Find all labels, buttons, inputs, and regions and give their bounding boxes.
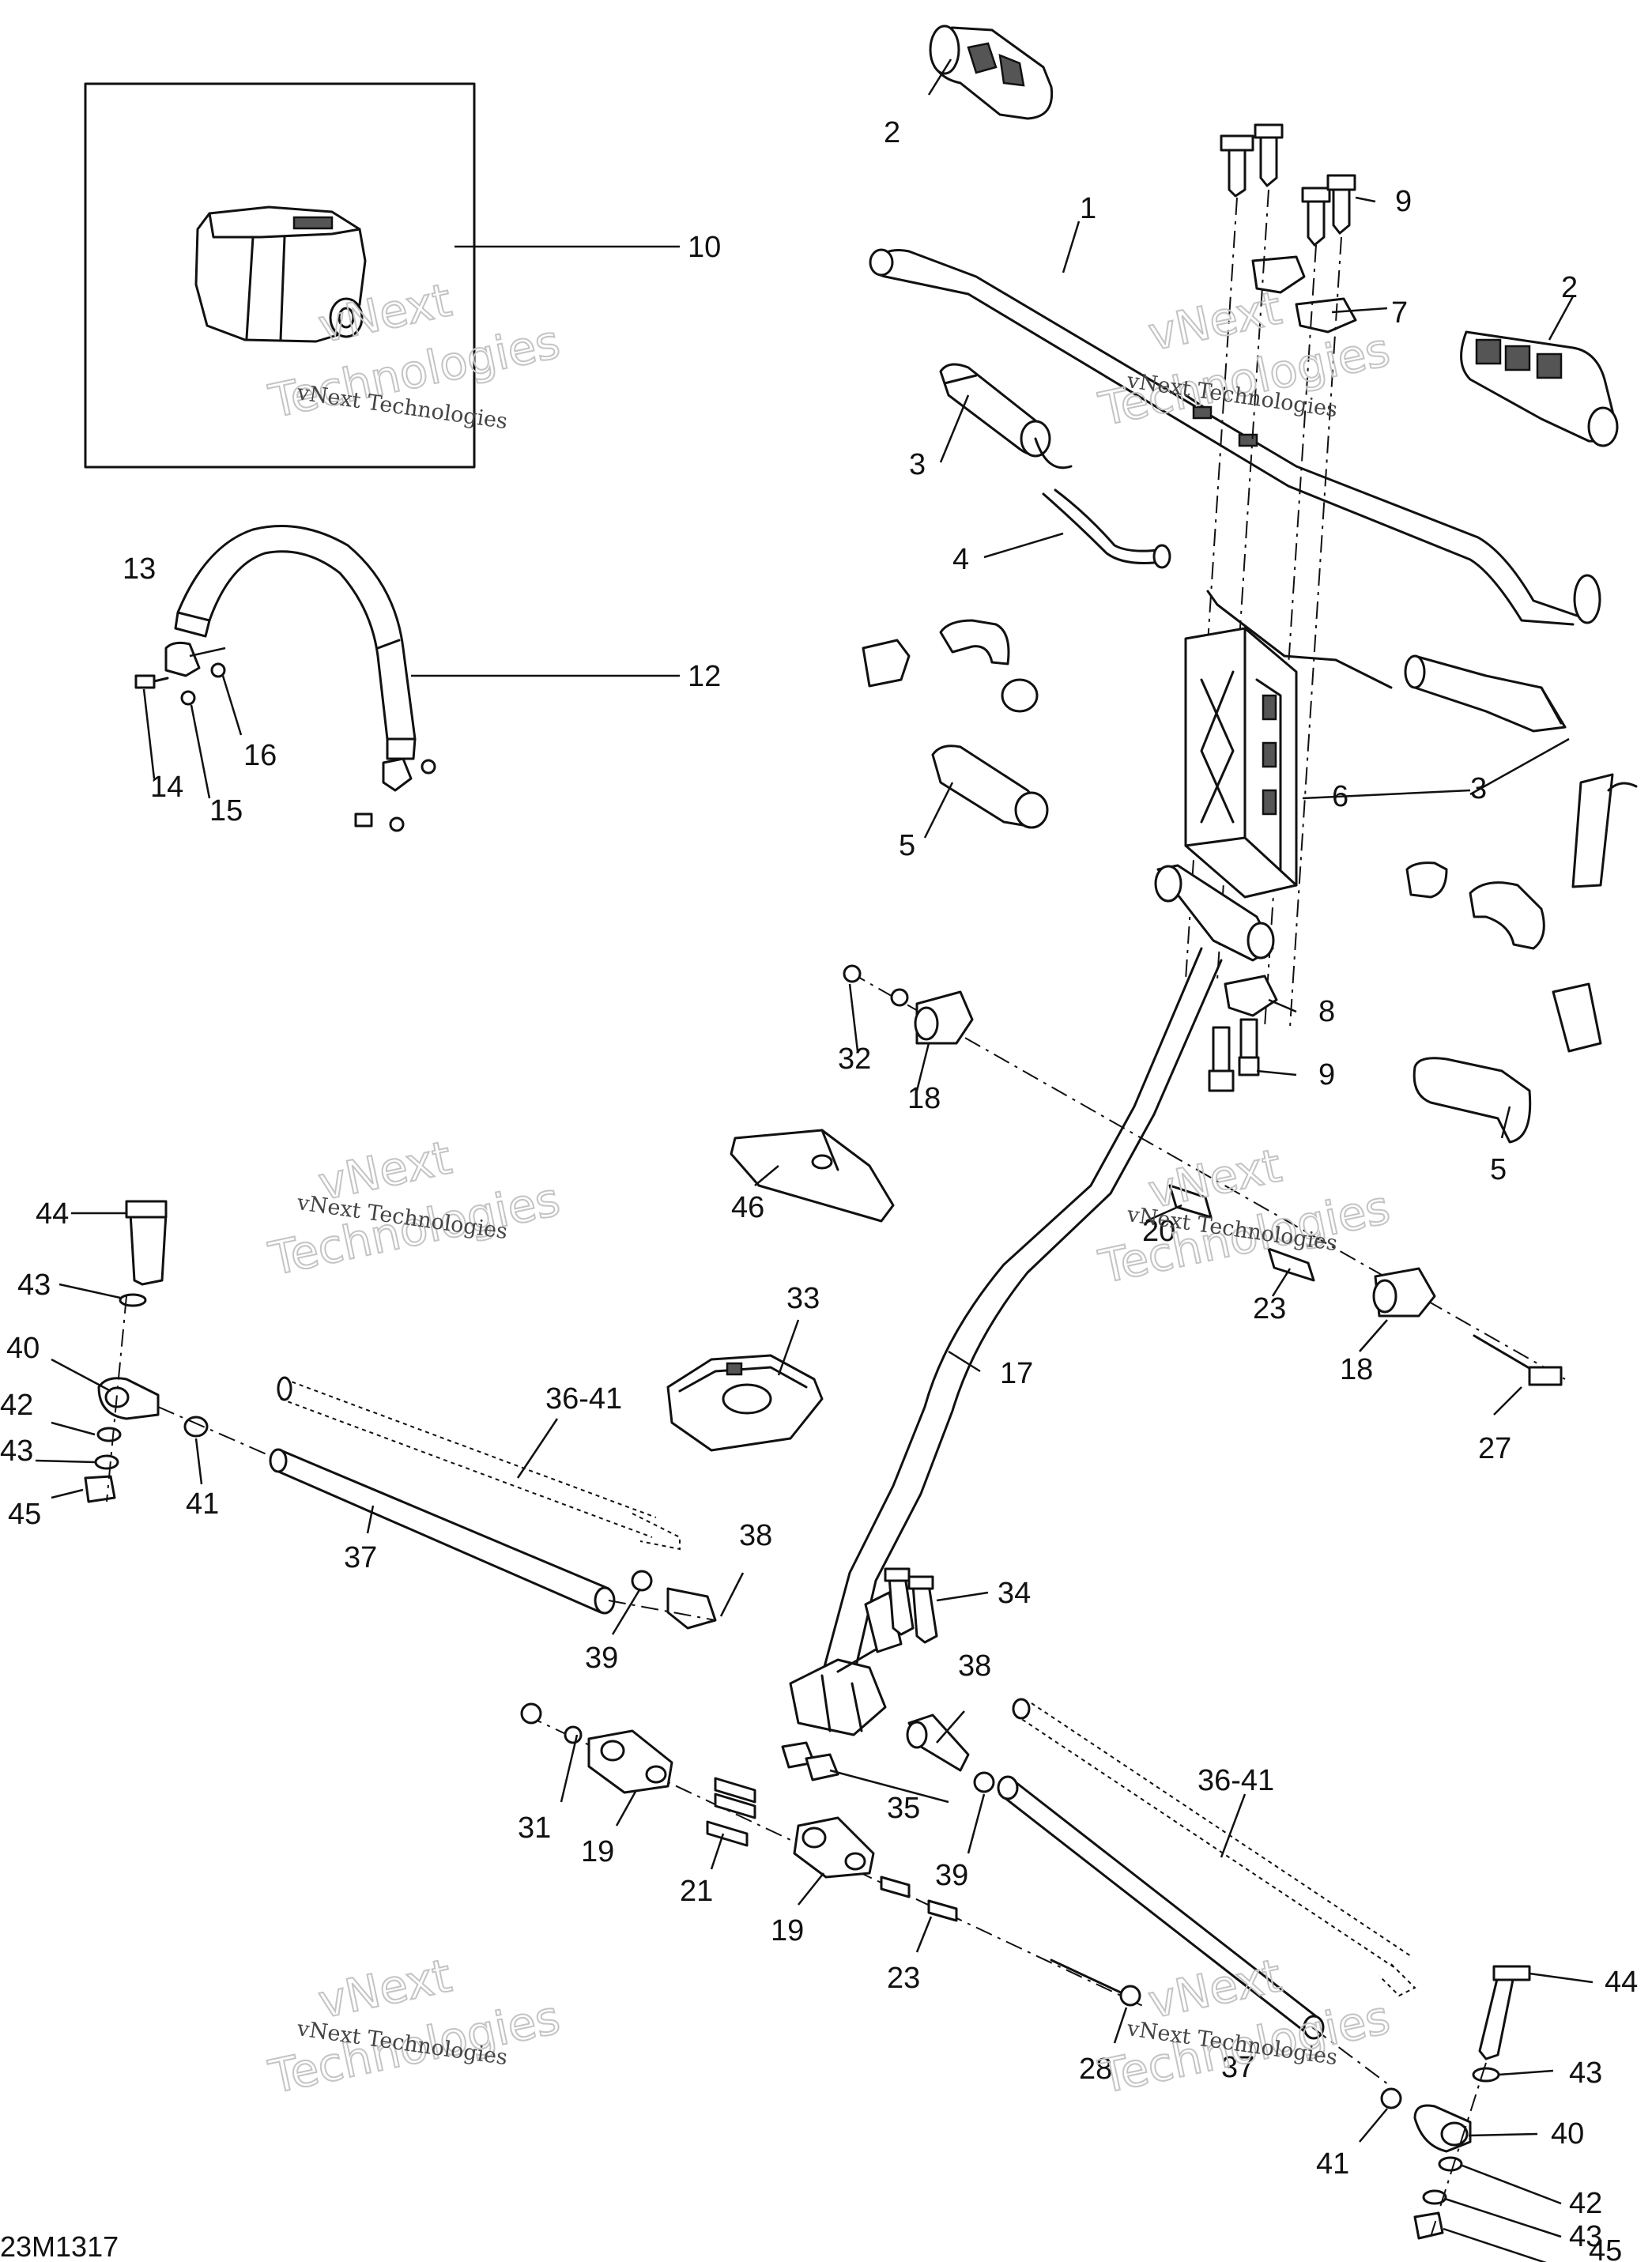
callout-14: 14 [150,771,183,804]
callout-5-left: 5 [899,829,915,862]
callout-10: 10 [688,231,721,264]
callout-23-upper: 23 [1253,1292,1286,1325]
hose-fittings-left [862,619,1049,829]
callout-27: 27 [1478,1432,1511,1465]
callout-18-right: 18 [1340,1353,1373,1386]
callout-23-lower: 23 [887,1962,920,1995]
callout-21: 21 [680,1875,713,1908]
callout-7: 7 [1391,296,1408,330]
cover [666,1354,824,1452]
callout-46: 46 [731,1191,764,1224]
callout-5-right: 5 [1490,1153,1507,1186]
callout-35: 35 [887,1792,920,1825]
hoop-bar [134,525,436,832]
upper-link-assembly [843,964,1566,1386]
lower-link-assembly [520,1702,1147,2008]
diagram-code: 23M1317 [0,2230,119,2262]
inset-box-handlebar-pad [84,82,476,469]
callout-16: 16 [243,739,277,772]
callout-42-right: 42 [1569,2187,1602,2220]
callout-8: 8 [1318,995,1335,1028]
plate [730,1129,895,1223]
callout-36-41-right: 36-41 [1198,1764,1274,1797]
callout-28: 28 [1079,2053,1112,2086]
callouts: 2 1 9 7 2 3 4 6 3 5 8 9 5 10 12 13 16 14… [0,116,1638,2262]
callout-34: 34 [998,1577,1031,1610]
callout-32: 32 [838,1042,871,1076]
callout-6: 6 [1332,780,1348,813]
callout-15: 15 [209,794,243,828]
callout-13: 13 [123,552,156,586]
callout-41-left: 41 [186,1487,219,1521]
tie-rod-right [906,1698,1531,2240]
callout-39-left: 39 [585,1642,618,1675]
callout-38-left: 38 [739,1519,772,1552]
callout-19-left: 19 [581,1835,614,1868]
callout-44-right: 44 [1605,1966,1638,1999]
callout-43-left-b: 43 [0,1434,33,1468]
callout-45-left: 45 [8,1498,41,1531]
callout-40-right: 40 [1551,2117,1584,2151]
callout-39-right: 39 [935,1859,968,1892]
tie-rod-left [84,1200,717,1630]
callout-37-left: 37 [344,1541,377,1574]
callout-42-left: 42 [0,1389,33,1422]
callout-43-right-a: 43 [1569,2057,1602,2090]
callout-3-right: 3 [1470,772,1487,805]
callout-40-left: 40 [6,1332,40,1365]
callout-36-41-left: 36-41 [545,1382,622,1416]
riser-block [1184,590,1393,899]
clamp-bolts-top [1185,123,1357,1028]
callout-2-top: 2 [884,116,900,149]
grip-right [1460,330,1619,447]
callout-33: 33 [786,1282,820,1315]
callout-41-right: 41 [1316,2147,1349,2181]
callout-45-right: 45 [1589,2234,1622,2262]
callout-1: 1 [1080,192,1096,225]
bushings [781,1741,839,1781]
bar-end-upper [939,363,1073,469]
callout-9-top: 9 [1395,185,1412,218]
callout-44-left: 44 [36,1197,69,1231]
lower-clamp [1208,975,1278,1092]
callout-38-right: 38 [958,1649,991,1683]
callout-31: 31 [518,1811,551,1845]
callout-43-left-a: 43 [17,1269,51,1302]
watermark-2: vNext Technologies [1093,280,1395,437]
watermark-5: vNext Technologies [263,1947,565,2105]
callout-20: 20 [1142,1215,1175,1248]
hose-fittings-right [1405,861,1602,1144]
callout-9-lower: 9 [1318,1058,1335,1091]
steering-column [789,864,1275,1736]
callout-18-left: 18 [907,1082,941,1115]
bar-end-right [1404,654,1638,888]
callout-3-upper: 3 [909,448,926,481]
cable-link [1042,488,1171,569]
callout-2-right: 2 [1561,271,1578,304]
callout-4: 4 [952,543,969,576]
callout-19-right: 19 [771,1914,804,1947]
callout-12: 12 [688,660,721,693]
column-bolts [884,1567,938,1644]
grip-top [929,25,1054,120]
leader-lines [35,58,1594,2262]
callout-37-right: 37 [1221,2051,1254,2084]
callout-17: 17 [1000,1357,1033,1390]
callout-43-right-b: 43 [1569,2220,1602,2253]
